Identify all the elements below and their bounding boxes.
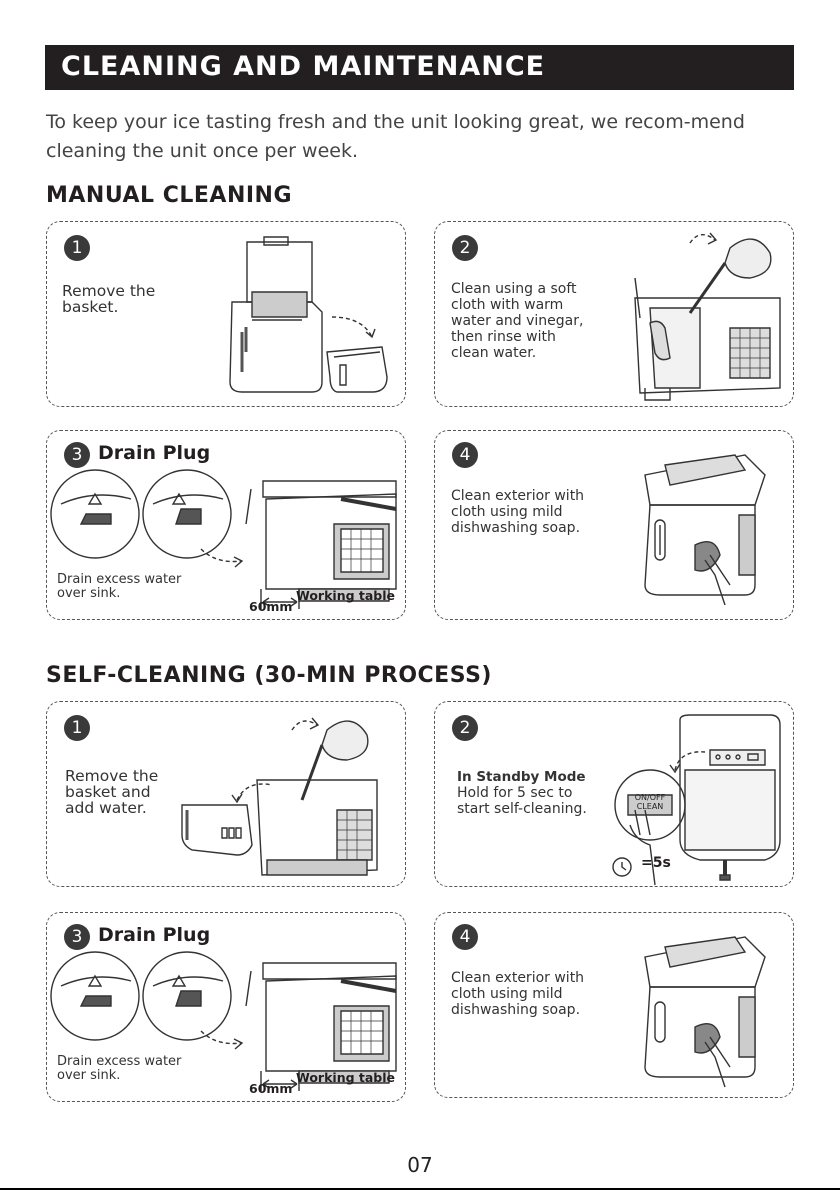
drain-plug-title: Drain Plug (98, 442, 211, 464)
manual-step3-card: 3 Drain Plug Drain excess water over sin… (46, 430, 406, 620)
bottom-rule (0, 1188, 840, 1190)
self-step1-card: 1 Remove the basket and add water. (46, 701, 406, 887)
standby-mode-label: In Standby Mode (457, 769, 586, 785)
step-number: 2 (452, 715, 478, 741)
manual-cleaning-title: MANUAL CLEANING (46, 183, 293, 208)
self-step3-card: 3 Drain Plug Drain excess water over sin… (46, 912, 406, 1102)
step-text: Drain excess water over sink. (57, 572, 182, 601)
section-header: CLEANING AND MAINTENANCE (45, 45, 794, 90)
working-table-label: Working table (296, 1070, 396, 1085)
step-number: 1 (64, 715, 90, 741)
step-text: Remove the basket and add water. (65, 767, 159, 817)
manual-step2-card: 2 Clean using a soft cloth with warm wat… (434, 221, 794, 407)
clean-exterior-illustration (635, 927, 775, 1087)
step-text: Clean exterior with cloth using mild dis… (451, 488, 585, 536)
self-cleaning-title: SELF-CLEANING (30-MIN PROCESS) (46, 663, 492, 688)
step-number: 3 (64, 924, 90, 950)
clean-interior-illustration (630, 228, 790, 403)
manual-step4-card: 4 Clean exterior with cloth using mild d… (434, 430, 794, 620)
step-number: 1 (64, 235, 90, 261)
step-text: Hold for 5 sec to start self-cleaning. (457, 785, 587, 817)
working-table-label: Working table (296, 588, 396, 603)
drain-plug-illustration (51, 469, 396, 614)
step-number: 3 (64, 442, 90, 468)
distance-label: 60mm (249, 599, 293, 614)
section-header-title: CLEANING AND MAINTENANCE (61, 51, 546, 82)
step-text: Drain excess water over sink. (57, 1054, 182, 1083)
intro-text: To keep your ice tasting fresh and the u… (46, 111, 745, 162)
self-step4-card: 4 Clean exterior with cloth using mild d… (434, 912, 794, 1098)
control-panel-illustration (600, 710, 790, 885)
page-number: 07 (407, 1153, 433, 1177)
step-text: Remove the basket. (62, 282, 156, 316)
self-step2-card: 2 In Standby Mode Hold for 5 sec to star… (434, 701, 794, 887)
step-number: 4 (452, 442, 478, 468)
hold-time-label: =5s (641, 855, 671, 871)
remove-basket-illustration (222, 232, 397, 402)
step-number: 2 (452, 235, 478, 261)
drain-plug-title: Drain Plug (98, 924, 211, 946)
distance-label: 60mm (249, 1081, 293, 1096)
drain-plug-illustration (51, 951, 396, 1096)
step-text: Clean using a soft cloth with warm water… (451, 281, 584, 361)
on-off-clean-button: ON/OFF CLEAN (634, 793, 666, 811)
clean-exterior-illustration (635, 445, 775, 605)
add-water-illustration (177, 710, 397, 885)
manual-step1-card: 1 Remove the basket. (46, 221, 406, 407)
step-number: 4 (452, 924, 478, 950)
step-text: Clean exterior with cloth using mild dis… (451, 970, 585, 1018)
